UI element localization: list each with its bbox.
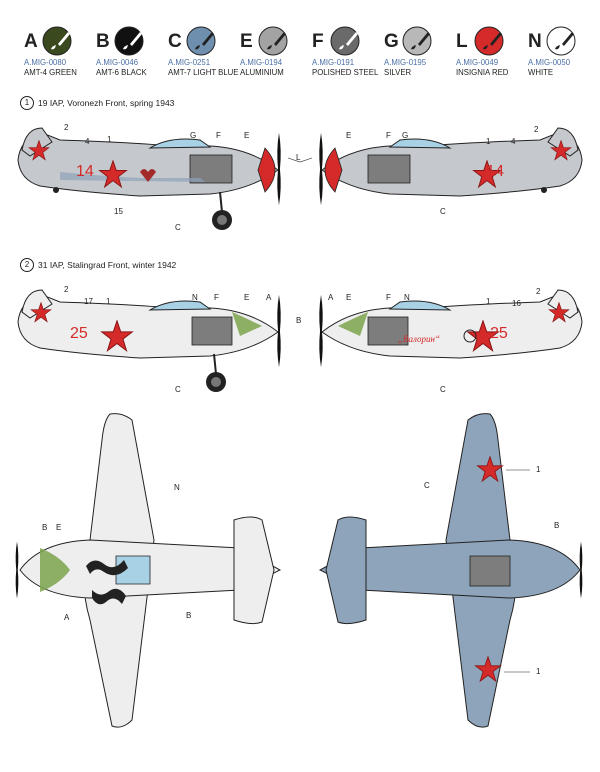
callout: 2: [64, 123, 69, 132]
callout: 1: [106, 297, 111, 306]
callout: F: [216, 131, 221, 140]
plan-view-callouts: N B E A B C 1 B 1: [42, 465, 559, 676]
paint-code: A.MIG-0195: [384, 58, 427, 67]
profile-1-left-aircraft: 14: [17, 127, 281, 230]
profile-2-callouts: 2 17 1 N F E A C B A E F N 1 16 2 C: [64, 285, 541, 394]
paint-code: A.MIG-0050: [528, 58, 571, 67]
profile-caption-2: 2 31 IAP, Stalingrad Front, winter 1942: [20, 258, 176, 272]
paint-swatch-icon: [258, 26, 288, 56]
profile-caption-1: 1 19 IAP, Voronezh Front, spring 1943: [20, 96, 174, 110]
callout: C: [175, 223, 181, 232]
callout: E: [346, 293, 351, 302]
paint-letter: B: [96, 31, 110, 52]
callout: E: [244, 293, 249, 302]
callout: 1: [107, 135, 112, 144]
callout: 2: [64, 285, 69, 294]
callout: N: [192, 293, 198, 302]
paint-name: AMT-4 GREEN: [24, 68, 77, 77]
tail-number: 14: [76, 163, 94, 180]
callout: 1: [536, 667, 541, 676]
profile-number: 1: [20, 96, 34, 110]
profile-2-left-aircraft: 25: [17, 289, 281, 392]
paint-code: A.MIG-0191: [312, 58, 355, 67]
paint-letter: N: [528, 31, 542, 52]
callout: E: [56, 523, 61, 532]
callout: C: [175, 385, 181, 394]
tail-number: 25: [490, 325, 508, 342]
paint-letter: A: [24, 31, 38, 52]
callout: A: [266, 293, 272, 302]
paint-letter: C: [168, 31, 182, 52]
paint-letter: G: [384, 31, 399, 52]
paint-letter: F: [312, 31, 324, 52]
callout: 16: [512, 299, 521, 308]
paint-swatch-icon: [330, 26, 360, 56]
callout: C: [440, 207, 446, 216]
callout: B: [554, 521, 559, 530]
callout: E: [244, 131, 249, 140]
callout: F: [214, 293, 219, 302]
paint-name: POLISHED STEEL: [312, 68, 379, 77]
profile-caption-text: 31 IAP, Stalingrad Front, winter 1942: [38, 260, 177, 270]
callout: E: [346, 131, 351, 140]
paint-code: A.MIG-0194: [240, 58, 283, 67]
callout: A: [64, 613, 70, 622]
profile-1-callouts: 2 4 1 15 G F E C L E F G 1 4 2 C: [64, 123, 539, 232]
callout: F: [386, 131, 391, 140]
paint-name: AMT-7 LIGHT BLUE: [168, 68, 239, 77]
paint-swatch-icon: [474, 26, 504, 56]
paint-legend: A A.MIG-0080 AMT-4 GREEN B A.MIG-0046 AM…: [20, 24, 590, 94]
profile-number: 2: [20, 258, 34, 272]
callout: B: [296, 316, 301, 325]
aircraft-slogan: „Валорин“: [398, 334, 440, 344]
paint-swatch-icon: [546, 26, 576, 56]
callout: F: [386, 293, 391, 302]
profile-caption-text: 19 IAP, Voronezh Front, spring 1943: [38, 98, 175, 108]
profile-2-right-aircraft: [319, 289, 583, 368]
paint-name: WHITE: [528, 68, 554, 77]
callout: 1: [536, 465, 541, 474]
paint-name: AMT-6 BLACK: [96, 68, 147, 77]
callout: C: [424, 481, 430, 490]
callout: 4: [511, 137, 516, 146]
paint-swatch-icon: [186, 26, 216, 56]
paint-letter: E: [240, 31, 253, 52]
callout: B: [42, 523, 47, 532]
plan-view-top: [15, 413, 282, 728]
callout: G: [402, 131, 408, 140]
callout: C: [440, 385, 446, 394]
paint-code: A.MIG-0251: [168, 58, 211, 67]
paint-code: A.MIG-0080: [24, 58, 67, 67]
callout: 2: [534, 125, 539, 134]
tail-number: 14: [486, 163, 504, 180]
callout: 15: [114, 207, 123, 216]
paint-code: A.MIG-0049: [456, 58, 499, 67]
paint-name: INSIGNIA RED: [456, 68, 509, 77]
profile-1-right-aircraft: [319, 127, 583, 206]
callout: B: [186, 611, 191, 620]
paint-name: SILVER: [384, 68, 412, 77]
callout: 1: [486, 297, 491, 306]
paint-name: ALUMINIUM: [240, 68, 284, 77]
plan-view-bottom: [318, 413, 583, 728]
callout: 4: [85, 137, 90, 146]
callout: L: [296, 153, 301, 162]
callout: 17: [84, 297, 93, 306]
tail-number: 25: [70, 325, 88, 342]
paint-letter: L: [456, 31, 468, 52]
paint-swatch-icon: [114, 26, 144, 56]
callout: A: [328, 293, 334, 302]
callout: N: [174, 483, 180, 492]
callout: N: [404, 293, 410, 302]
paint-swatch-icon: [42, 26, 72, 56]
paint-code: A.MIG-0046: [96, 58, 139, 67]
callout: G: [190, 131, 196, 140]
callout: 1: [486, 137, 491, 146]
callout: 2: [536, 287, 541, 296]
paint-swatch-icon: [402, 26, 432, 56]
